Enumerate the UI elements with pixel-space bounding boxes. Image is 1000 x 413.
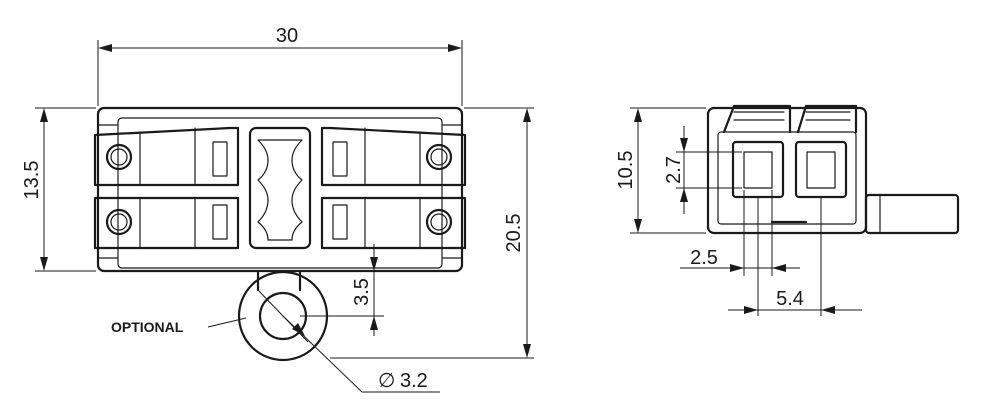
dim-contact-width-text: 2.5 bbox=[690, 247, 718, 269]
optional-callout: OPTIONAL bbox=[111, 317, 247, 335]
latch-hole-icon bbox=[105, 208, 133, 236]
dimension-side-height: 10.5 bbox=[615, 107, 706, 234]
dimension-contact-pitch: 5.4 bbox=[728, 196, 862, 316]
dim-contact-height-text: 2.7 bbox=[663, 156, 685, 184]
dimension-overall-height: 20.5 bbox=[330, 107, 534, 359]
side-view bbox=[706, 104, 960, 235]
dimension-contact-height: 2.7 bbox=[663, 126, 742, 214]
dimension-overall-width: 30 bbox=[97, 25, 463, 106]
dim-side-height-text: 10.5 bbox=[615, 151, 637, 190]
latch-hole-icon bbox=[105, 143, 133, 171]
center-divider bbox=[248, 126, 312, 250]
contact-window-right bbox=[794, 140, 848, 199]
dim-overall-height-text: 20.5 bbox=[503, 214, 525, 253]
latch-lower-right bbox=[320, 196, 467, 250]
side-body-outline bbox=[706, 106, 868, 235]
dimension-contact-width: 2.5 bbox=[680, 190, 800, 276]
dim-overall-width-text: 30 bbox=[276, 25, 298, 47]
latch-upper-right bbox=[320, 126, 467, 187]
dim-hole-diameter-text: 3.2 bbox=[400, 370, 428, 392]
dim-body-height-text: 13.5 bbox=[21, 161, 43, 200]
dim-tab-offset-text: 3.5 bbox=[351, 278, 373, 306]
latch-hole-icon bbox=[425, 143, 453, 171]
latch-hole-icon bbox=[425, 208, 453, 236]
diameter-symbol-icon: ∅ bbox=[378, 370, 395, 392]
dimension-hole-diameter: ∅ 3.2 bbox=[282, 315, 440, 393]
contact-window-left bbox=[731, 140, 785, 199]
side-tab bbox=[864, 193, 960, 235]
dim-contact-pitch-text: 5.4 bbox=[776, 288, 804, 310]
latch-upper-left bbox=[93, 126, 240, 187]
optional-label: OPTIONAL bbox=[111, 319, 184, 335]
dimension-body-height: 13.5 bbox=[21, 107, 96, 272]
latch-lower-left bbox=[93, 196, 240, 250]
connector-body-inner-outline bbox=[117, 117, 443, 269]
dimension-tab-offset: 3.5 bbox=[300, 244, 384, 336]
